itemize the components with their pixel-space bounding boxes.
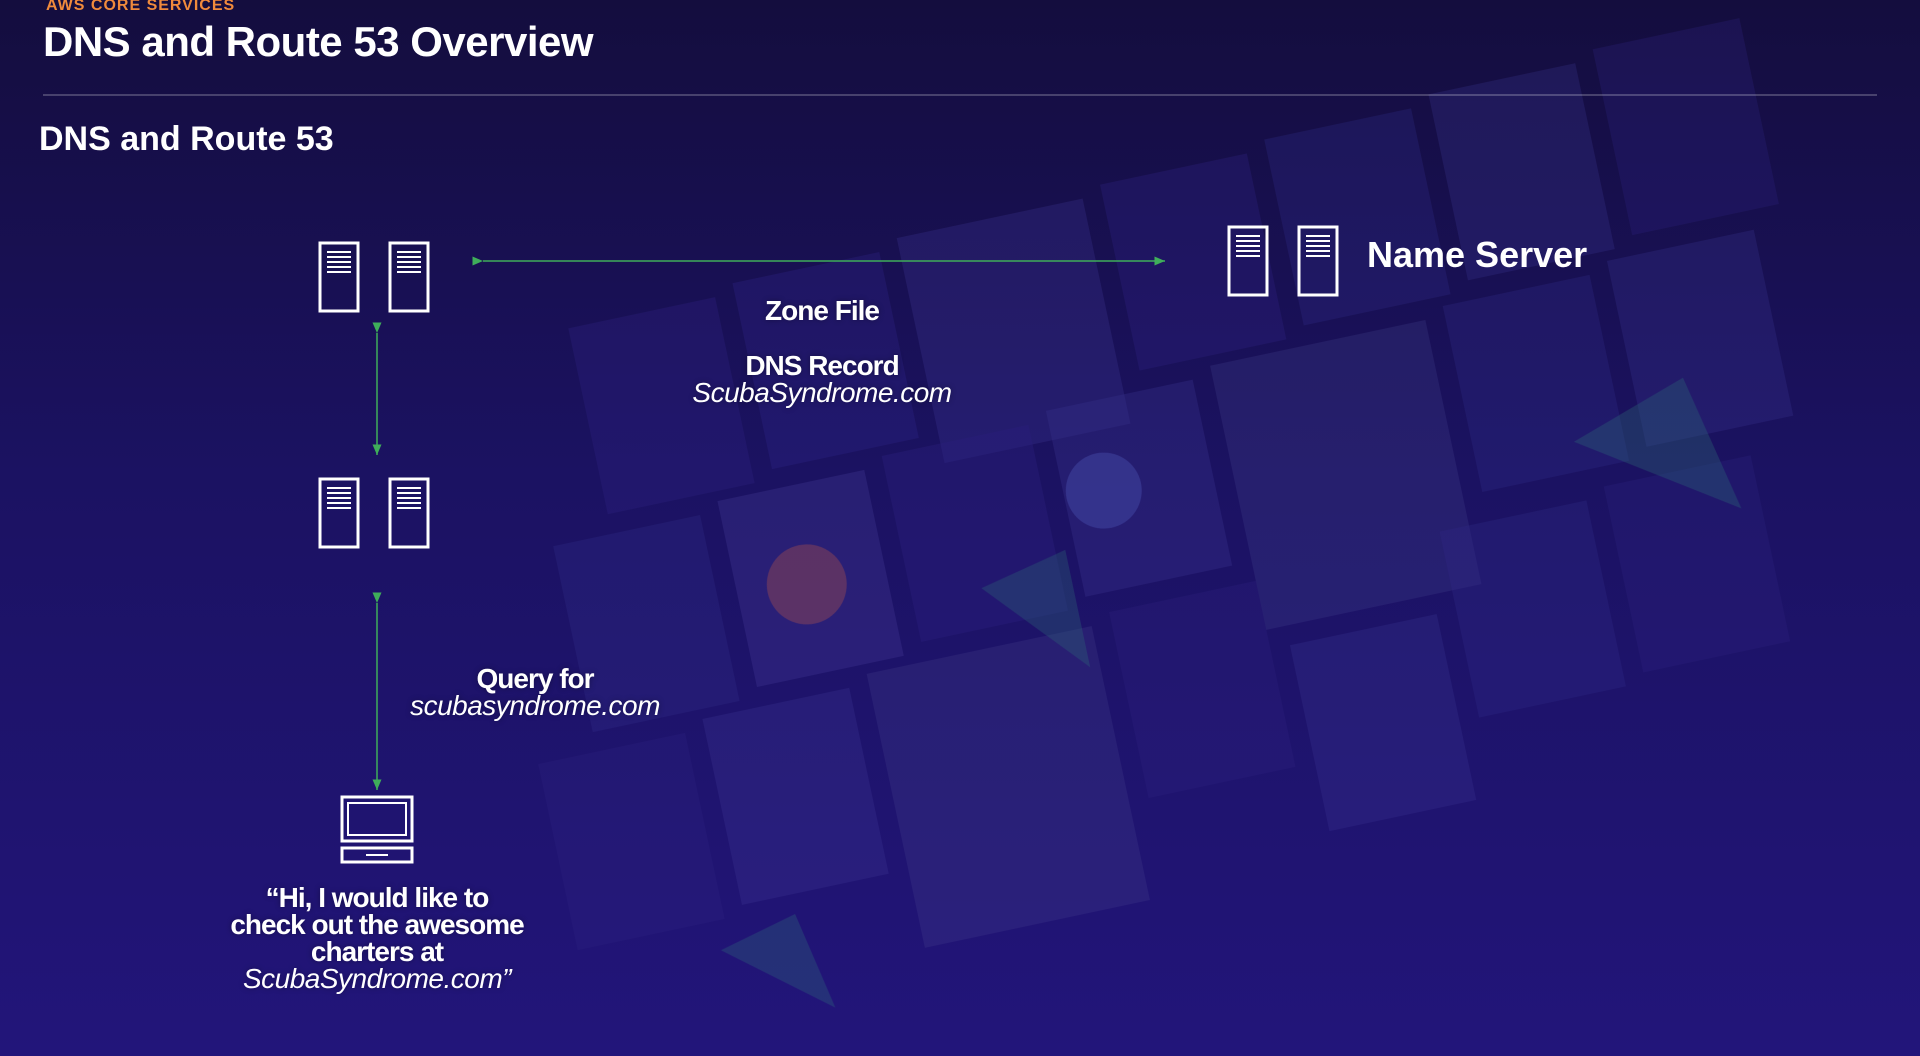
name-server-label: Name Server (1367, 234, 1588, 275)
zone-file-label: Zone File (722, 295, 922, 326)
section-eyebrow: AWS CORE SERVICES (46, 0, 236, 14)
query-label: Query for scubasyndrome.com (385, 663, 685, 721)
title-divider (43, 94, 1877, 96)
query-domain: scubasyndrome.com (410, 690, 660, 721)
query-text: Query for (476, 663, 594, 694)
laptop-icon (340, 795, 414, 864)
dns-record-label: DNS Record ScubaSyndrome.com (672, 350, 972, 408)
server-icon (318, 241, 360, 313)
server-icon (1297, 225, 1339, 297)
slide-subtitle: DNS and Route 53 (39, 120, 334, 158)
user-quote-domain: ScubaSyndrome.com” (242, 963, 512, 994)
server-icon (388, 241, 430, 313)
user-quote: “Hi, I would like to check out the aweso… (207, 882, 547, 994)
dns-record-domain: ScubaSyndrome.com (692, 377, 952, 408)
user-quote-line: charters at (310, 936, 444, 967)
dns-record-text: DNS Record (745, 350, 899, 381)
zone-file-text: Zone File (765, 295, 880, 326)
user-quote-line: check out the awesome (230, 909, 524, 940)
server-icon (388, 477, 430, 549)
user-quote-line: “Hi, I would like to (265, 882, 490, 913)
server-icon (318, 477, 360, 549)
page-title: DNS and Route 53 Overview (43, 18, 594, 65)
server-icon (1227, 225, 1269, 297)
